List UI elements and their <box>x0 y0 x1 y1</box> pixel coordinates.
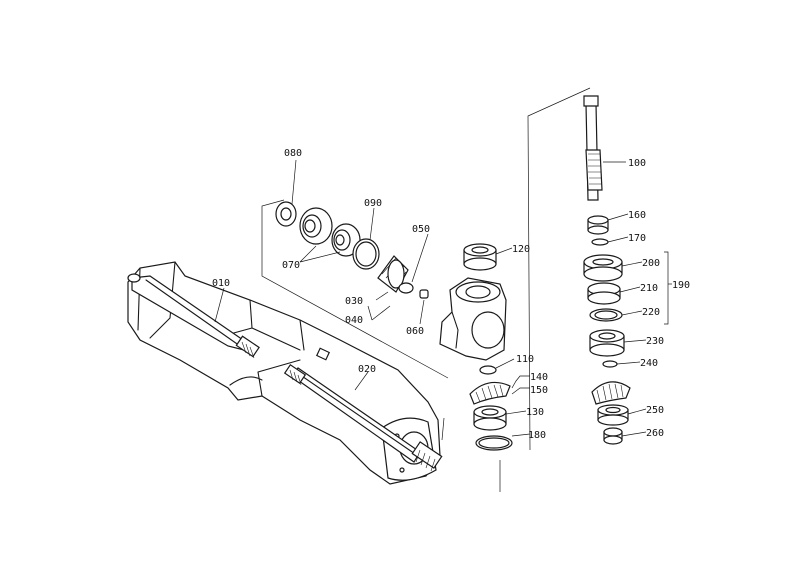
nut-260 <box>603 427 623 445</box>
axle-shaft-020 <box>283 363 443 472</box>
label-080: 080 <box>284 148 302 159</box>
label-140: 140 <box>530 372 548 383</box>
washer-050 <box>398 282 414 294</box>
part-labels: 010 020 030 040 050 060 070 080 090 100 … <box>212 148 690 441</box>
collar-160 <box>587 215 609 235</box>
label-180: 180 <box>528 430 546 441</box>
label-030: 030 <box>345 296 363 307</box>
ring-220 <box>589 308 623 322</box>
bevel-pinion-140 <box>469 381 511 405</box>
label-250: 250 <box>646 405 664 416</box>
bearing-070-right <box>331 223 361 257</box>
label-210: 210 <box>640 283 658 294</box>
washer-110 <box>479 365 497 375</box>
label-100: 100 <box>628 158 646 169</box>
label-050: 050 <box>412 224 430 235</box>
label-160: 160 <box>628 210 646 221</box>
label-110: 110 <box>516 354 534 365</box>
leader-lines <box>214 159 672 437</box>
snap-ring-090 <box>352 238 380 270</box>
bevel-gear-030 <box>377 255 409 293</box>
label-130: 130 <box>526 407 544 418</box>
label-020: 020 <box>358 364 376 375</box>
label-190: 190 <box>672 280 690 291</box>
label-090: 090 <box>364 198 382 209</box>
pinion-shaft-100 <box>583 95 603 201</box>
bearing-200 <box>583 254 623 282</box>
label-230: 230 <box>646 336 664 347</box>
bearing-230 <box>589 329 625 357</box>
assembly-outline <box>261 87 591 492</box>
label-260: 260 <box>646 428 664 439</box>
label-170: 170 <box>628 233 646 244</box>
bearing-250 <box>597 404 629 426</box>
label-070: 070 <box>282 260 300 271</box>
bevel-gear-spider <box>591 381 631 405</box>
plug-060 <box>419 289 429 299</box>
label-040: 040 <box>345 315 363 326</box>
label-150: 150 <box>530 385 548 396</box>
label-120: 120 <box>512 244 530 255</box>
label-240: 240 <box>640 358 658 369</box>
bearing-210 <box>587 282 621 305</box>
bearing-120 <box>463 243 497 271</box>
label-220: 220 <box>642 307 660 318</box>
seal-080 <box>275 201 297 227</box>
label-200: 200 <box>642 258 660 269</box>
shim-180 <box>475 435 513 451</box>
axle-shaft-010 <box>127 273 260 359</box>
label-060: 060 <box>406 326 424 337</box>
gear-case <box>439 277 507 361</box>
label-010: 010 <box>212 278 230 289</box>
washer-240 <box>602 360 618 368</box>
bearing-130 <box>473 405 507 431</box>
bearing-070-left <box>299 207 333 245</box>
ring-170 <box>591 238 609 246</box>
